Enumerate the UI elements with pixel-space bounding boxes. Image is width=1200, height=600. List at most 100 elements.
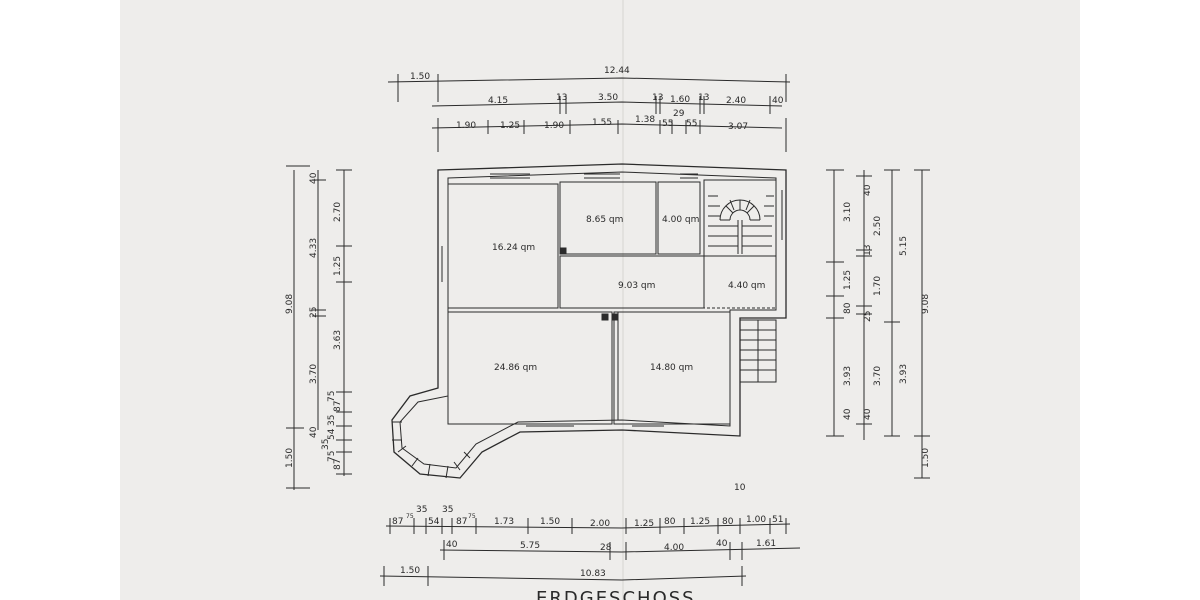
- bottom-dimension-lines: [379, 518, 801, 586]
- dim-label: 1.73: [494, 517, 514, 527]
- windows: [441, 173, 783, 427]
- dim-label: 1.38: [635, 115, 655, 125]
- dim-label: 25: [309, 307, 319, 318]
- dim-label: 40: [716, 539, 728, 549]
- dim-label: 5.75: [520, 541, 540, 551]
- dim-label: 3.07: [728, 122, 748, 132]
- dim-label: 13: [698, 93, 709, 103]
- dim-label: 1.90: [456, 121, 476, 131]
- dim-label: 80: [664, 517, 676, 527]
- dim-label: 12.44: [604, 66, 630, 76]
- dim-label: 1.00: [746, 515, 766, 525]
- paper-sheet: [120, 0, 1080, 600]
- dim-label: 40: [772, 96, 784, 106]
- dim-label: 1.50: [921, 448, 931, 468]
- dim-label: 1.70: [873, 276, 883, 296]
- building-walls: [391, 163, 787, 479]
- dim-label: 1.50: [400, 566, 420, 576]
- dim-label: 51: [772, 515, 783, 525]
- interior-walls: [447, 179, 777, 425]
- dim-label: 2.00: [590, 519, 610, 529]
- dim-label: 3.50: [598, 93, 618, 103]
- dim-label: 87: [333, 401, 343, 412]
- dim-label: 13: [863, 245, 873, 256]
- dim-label: 3.70: [873, 366, 883, 386]
- dim-label: 1.50: [540, 517, 560, 527]
- dim-label: 3.93: [843, 366, 853, 386]
- dim-label: 75: [406, 513, 414, 520]
- dim-label: 35: [321, 439, 331, 450]
- dim-label: 40: [309, 426, 319, 438]
- dim-label: 35: [327, 415, 337, 426]
- room-area-living: 16.24 qm: [492, 243, 535, 253]
- dim-label: 4.00: [664, 543, 684, 553]
- dim-label: 35: [416, 505, 427, 515]
- room-area-bedroom: 14.80 qm: [650, 363, 693, 373]
- dim-label: 4.33: [309, 238, 319, 258]
- room-area-dining: 24.86 qm: [494, 363, 537, 373]
- bay-window: [392, 421, 471, 479]
- dim-label: 54: [327, 428, 337, 440]
- dim-label: 35: [442, 505, 453, 515]
- dim-label: 2.50: [873, 216, 883, 236]
- dim-label: 87: [392, 517, 403, 527]
- dim-label: 1.25: [843, 270, 853, 290]
- dim-label: 4.15: [488, 96, 508, 106]
- dim-label: 25: [863, 311, 873, 322]
- dim-label: 1.55: [592, 118, 612, 128]
- top-dimension-lines: [387, 74, 791, 152]
- dim-label: 1.61: [756, 539, 776, 549]
- dim-label: 40: [863, 184, 873, 196]
- paper-fold: [622, 0, 624, 600]
- spiral-staircase: [708, 195, 774, 254]
- top-dimension-text: 1.50 12.44 4.15 13 3.50 13 1.60 13 2.40 …: [410, 66, 784, 132]
- dim-label: 1.60: [670, 95, 690, 105]
- dim-label: 87: [333, 459, 343, 470]
- dim-label: 3.63: [333, 330, 343, 350]
- dim-label: 80: [722, 517, 734, 527]
- right-dimension-lines: [826, 169, 930, 479]
- dim-label: 1.50: [285, 448, 295, 468]
- right-dimension-text: 3.10 1.25 80 3.93 40 40 2.50 13 1.70 25 …: [843, 184, 931, 468]
- dim-label: 9.08: [285, 294, 295, 314]
- dim-label: 1.25: [634, 519, 654, 529]
- room-area-kitchen: 8.65 qm: [586, 215, 623, 225]
- dim-label: 1.25: [690, 517, 710, 527]
- left-dimension-lines: [286, 165, 352, 490]
- dim-label: 5.15: [899, 236, 909, 256]
- dim-label: 40: [446, 540, 458, 550]
- dim-label: 55: [686, 119, 697, 129]
- dim-label: 1.50: [410, 72, 430, 82]
- room-labels: 16.24 qm 8.65 qm 4.00 qm 9.03 qm 4.40 qm…: [492, 215, 765, 373]
- dim-label: 1.25: [500, 121, 520, 131]
- dim-label: 13: [556, 93, 567, 103]
- exterior-steps: [739, 319, 777, 383]
- dim-label: 10.83: [580, 569, 606, 579]
- dim-label: 40: [843, 408, 853, 420]
- room-area-bath: 4.00 qm: [662, 215, 699, 225]
- dim-label: 3.70: [309, 364, 319, 384]
- dim-label: 75: [468, 513, 476, 520]
- dim-label: 3.10: [843, 202, 853, 222]
- dim-label: 54: [428, 517, 440, 527]
- dim-label: 55: [662, 119, 673, 129]
- dim-label: 29: [673, 109, 685, 119]
- dim-label: 40: [863, 408, 873, 420]
- dim-label: 3.93: [899, 364, 909, 384]
- room-area-hall: 9.03 qm: [618, 281, 655, 291]
- bottom-dimension-text: 87 75 35 54 35 87 75 1.73 1.50 2.00 1.25…: [392, 505, 783, 579]
- plan-caption: ERDGESCHOSS: [536, 588, 696, 600]
- dim-label: 80: [843, 302, 853, 314]
- dim-label: 1.90: [544, 121, 564, 131]
- dim-label: 75: [327, 391, 337, 402]
- room-area-entry: 4.40 qm: [728, 281, 765, 291]
- dim-label: 87: [456, 517, 467, 527]
- dim-label: 2.70: [333, 202, 343, 222]
- plan-note-10: 10: [734, 483, 746, 493]
- dim-label: 1.25: [333, 256, 343, 276]
- dim-label: 13: [652, 93, 663, 103]
- dim-label: 9.08: [921, 294, 931, 314]
- dim-label: 28: [600, 543, 612, 553]
